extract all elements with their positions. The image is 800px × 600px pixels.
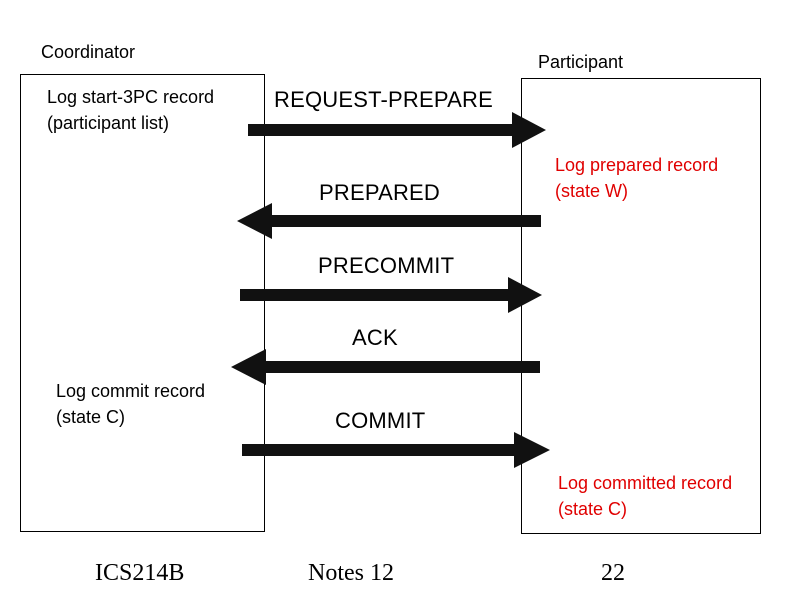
- precommit-label: PRECOMMIT: [318, 253, 455, 278]
- commit-label: COMMIT: [335, 408, 426, 433]
- coordinator-start-note-line2: (participant list): [47, 113, 170, 133]
- participant-box: [521, 78, 761, 534]
- precommit-arrow: [240, 277, 542, 313]
- ack-arrow: [231, 349, 540, 385]
- ack-label: ACK: [352, 325, 398, 350]
- participant-prepared-note: Log prepared record (state W): [555, 152, 718, 204]
- footer-page-number: 22: [601, 560, 625, 586]
- footer-notes: Notes 12: [308, 560, 394, 586]
- coordinator-box: [20, 74, 265, 532]
- coordinator-start-note-line1: Log start-3PC record: [47, 87, 215, 107]
- request-prepare-label: REQUEST-PREPARE: [274, 87, 493, 112]
- participant-prepared-note-line2: (state W): [555, 181, 629, 201]
- participant-committed-note-line2: (state C): [558, 499, 628, 519]
- request-prepare-arrow: [248, 112, 546, 148]
- participant-committed-note-line1: Log committed record: [558, 473, 733, 493]
- participant-committed-note: Log committed record (state C): [558, 470, 732, 522]
- coordinator-commit-note-line1: Log commit record: [56, 381, 206, 401]
- coordinator-commit-note: Log commit record (state C): [56, 378, 205, 430]
- participant-title: Participant: [538, 52, 624, 72]
- coordinator-commit-note-line2: (state C): [56, 407, 126, 427]
- coordinator-start-note: Log start-3PC record (participant list): [47, 84, 214, 136]
- footer-course: ICS214B: [95, 560, 185, 586]
- participant-prepared-note-line1: Log prepared record: [555, 155, 719, 175]
- coordinator-title: Coordinator: [41, 42, 136, 62]
- commit-arrow: [242, 432, 550, 468]
- prepared-label: PREPARED: [319, 180, 440, 205]
- prepared-arrow: [237, 203, 541, 239]
